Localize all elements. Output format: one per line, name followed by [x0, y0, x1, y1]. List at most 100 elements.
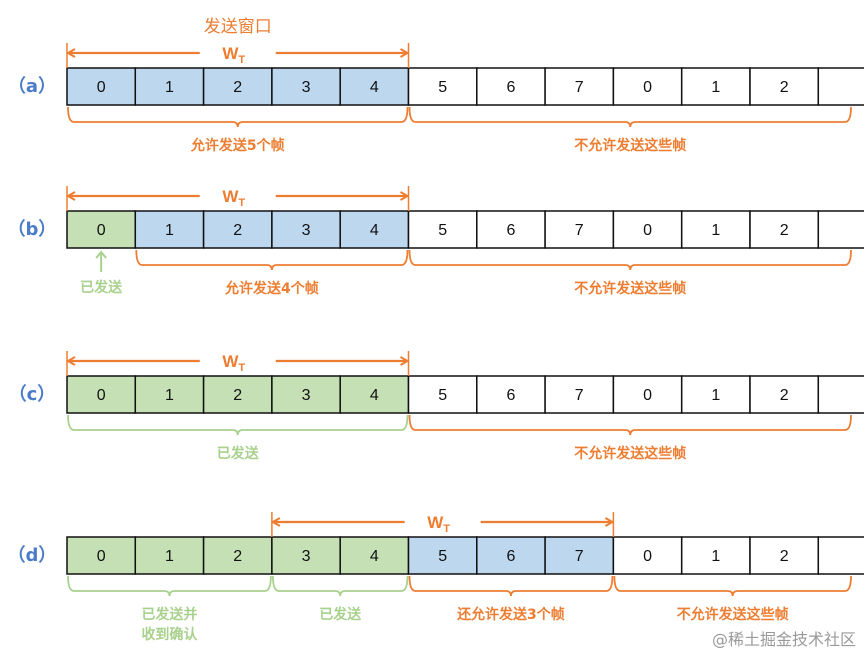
frame-cell-empty — [817, 67, 864, 106]
brace — [408, 575, 614, 597]
frame-cell-empty — [749, 210, 820, 249]
brace-label: 已发送并 — [141, 606, 197, 623]
frame-cell-empty — [476, 67, 546, 106]
frame-number: 6 — [506, 79, 515, 96]
frame-cell-sent — [271, 375, 341, 414]
brace-label: 已发送 — [217, 445, 260, 462]
window-size-label: WT — [222, 187, 245, 209]
brace-label: 允许发送4个帧 — [224, 280, 319, 297]
frame-number: 0 — [97, 79, 106, 96]
row-label: （b） — [8, 219, 57, 240]
frame-cell-sent — [66, 210, 137, 249]
frame-number: 4 — [370, 387, 379, 404]
frame-cell-sent — [339, 375, 410, 414]
frame-number: 1 — [711, 548, 720, 565]
frame-number: 0 — [97, 548, 106, 565]
frame-cell-sent — [202, 375, 273, 414]
frame-number: 1 — [711, 79, 720, 96]
brace-label: 不允许发送这些帧 — [677, 606, 789, 623]
brace-label: 不允许发送这些帧 — [574, 445, 686, 462]
frame-number: 0 — [97, 387, 106, 404]
brace — [135, 249, 409, 271]
frame-number: 3 — [302, 222, 311, 239]
pointer-label: 已发送 — [80, 279, 123, 296]
frame-number: 4 — [370, 548, 379, 565]
frame-cell-empty — [680, 536, 751, 575]
frame-number: 5 — [438, 548, 447, 565]
frame-number: 3 — [302, 387, 311, 404]
brace-label: 已发送 — [319, 606, 362, 623]
frame-number: 1 — [165, 387, 174, 404]
frame-cell-empty — [749, 375, 820, 414]
frame-cell-window — [202, 67, 273, 106]
frame-cell-empty — [817, 375, 864, 414]
frame-number: 1 — [165, 222, 174, 239]
frame-number: 6 — [506, 548, 515, 565]
brace-label: 还允许发送3个帧 — [456, 606, 565, 623]
frame-cell-sent — [66, 375, 137, 414]
brace — [67, 414, 409, 436]
brace — [67, 106, 409, 128]
frame-cell-empty — [680, 210, 751, 249]
frame-number: 0 — [643, 387, 652, 404]
frame-cell-window — [339, 67, 410, 106]
frame-number: 4 — [370, 79, 379, 96]
frame-number: 5 — [438, 79, 447, 96]
brace-label: 允许发送5个帧 — [190, 137, 285, 154]
frame-cell-sent — [339, 536, 410, 575]
brace-label: 不允许发送这些帧 — [574, 137, 686, 154]
frame-number: 5 — [438, 222, 447, 239]
row-label: （d） — [8, 545, 57, 566]
frame-number: 0 — [643, 79, 652, 96]
frame-number: 2 — [233, 548, 242, 565]
frame-number: 7 — [575, 387, 584, 404]
frame-number: 4 — [370, 222, 379, 239]
frame-number: 1 — [711, 387, 720, 404]
brace — [67, 575, 272, 597]
frame-cell-empty — [544, 210, 615, 249]
frame-number: 3 — [302, 79, 311, 96]
frame-cell-empty — [476, 210, 546, 249]
frame-number: 0 — [643, 222, 652, 239]
frame-cell-window — [407, 536, 478, 575]
frame-cell-empty — [544, 375, 615, 414]
frame-number: 1 — [711, 222, 720, 239]
frame-cell-empty — [612, 67, 683, 106]
frame-cell-sent — [271, 536, 341, 575]
frame-cell-empty — [612, 536, 683, 575]
frame-cell-window — [202, 210, 273, 249]
row-label: （c） — [9, 384, 56, 405]
frame-number: 0 — [97, 222, 106, 239]
frame-cell-sent — [134, 536, 205, 575]
frame-cell-window — [134, 210, 205, 249]
frame-number: 6 — [506, 387, 515, 404]
window-size-label: WT — [222, 352, 245, 374]
frame-number: 2 — [780, 222, 789, 239]
frame-number: 2 — [233, 387, 242, 404]
frame-number: 2 — [780, 548, 789, 565]
frame-cell-window — [66, 67, 137, 106]
frame-number: 3 — [302, 548, 311, 565]
frame-cell-empty — [817, 210, 864, 249]
frame-number: 2 — [233, 222, 242, 239]
frame-number: 1 — [165, 548, 174, 565]
frame-cell-empty — [749, 536, 820, 575]
frame-number: 0 — [643, 548, 652, 565]
frame-number: 7 — [575, 548, 584, 565]
frame-cell-window — [134, 67, 205, 106]
brace — [408, 249, 852, 271]
frame-number: 2 — [780, 79, 789, 96]
window-size-label: WT — [222, 44, 245, 66]
frame-number: 2 — [780, 387, 789, 404]
frame-cell-empty — [407, 67, 478, 106]
frame-cell-empty — [680, 67, 751, 106]
frame-number: 7 — [575, 79, 584, 96]
frame-cell-sent — [66, 536, 137, 575]
window-size-label: WT — [427, 513, 450, 535]
frame-number: 1 — [165, 79, 174, 96]
brace — [408, 414, 852, 436]
